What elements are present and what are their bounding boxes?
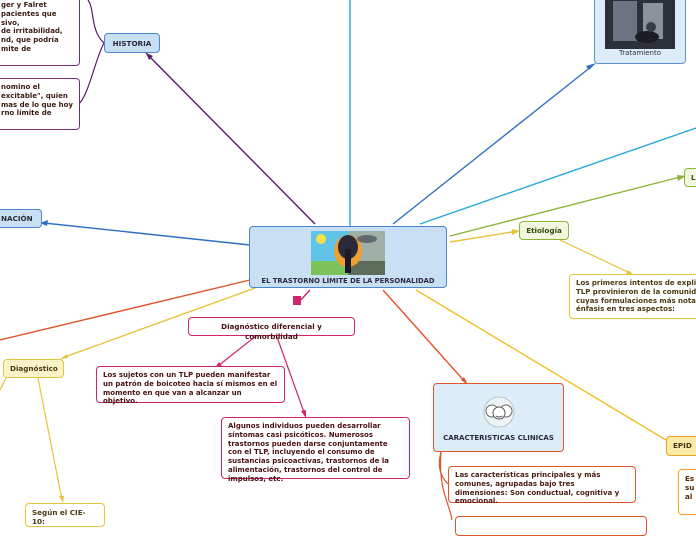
epidemiologia-note: Es su al bbox=[678, 469, 696, 515]
diagnostico-diferencial-note-2: Algunos individuos pueden desarrollar sí… bbox=[221, 417, 410, 479]
tratamiento-label: Tratamiento bbox=[595, 49, 685, 58]
central-topic-title: EL TRASTORNO LÍMITE DE LA PERSONALIDAD bbox=[250, 277, 446, 285]
caracteristicas-label: CARACTERISTICAS CLINICAS bbox=[434, 434, 563, 443]
diagnostico-diferencial-note-1: Los sujetos con un TLP pueden manifestar… bbox=[96, 366, 285, 403]
historia-note-1: ger y Falret pacientes que sivo, de irri… bbox=[0, 0, 80, 66]
tratamiento-node[interactable]: Tratamiento bbox=[594, 0, 686, 64]
historia-note-2: nomino el excitable", quien mas de lo qu… bbox=[0, 78, 80, 130]
tratamiento-image bbox=[605, 0, 675, 49]
nacion-node[interactable]: NACIÓN bbox=[0, 209, 42, 228]
right-l-node[interactable]: L bbox=[684, 168, 696, 187]
caracteristicas-node[interactable]: CARACTERISTICAS CLINICAS bbox=[433, 383, 564, 452]
diagnostico-node[interactable]: Diagnóstico bbox=[3, 359, 64, 378]
etiologia-note: Los primeros intentos de expli TLP provi… bbox=[569, 274, 696, 319]
central-topic-image bbox=[311, 231, 385, 275]
caracteristicas-faces-image bbox=[479, 396, 519, 428]
diagnostico-cie-note: Según el CIE-10: bbox=[25, 503, 105, 527]
central-topic[interactable]: EL TRASTORNO LÍMITE DE LA PERSONALIDAD bbox=[249, 226, 447, 288]
epidemiologia-node[interactable]: EPID bbox=[666, 436, 696, 456]
caracteristicas-note: Las características principales y más co… bbox=[448, 466, 636, 503]
diagnostico-diferencial-node[interactable]: Diagnóstico diferencial y comorbilidad bbox=[188, 317, 355, 336]
historia-node[interactable]: HISTORIA bbox=[104, 33, 160, 53]
etiologia-node[interactable]: Etiología bbox=[519, 221, 569, 240]
caracteristicas-note-2 bbox=[455, 516, 647, 536]
